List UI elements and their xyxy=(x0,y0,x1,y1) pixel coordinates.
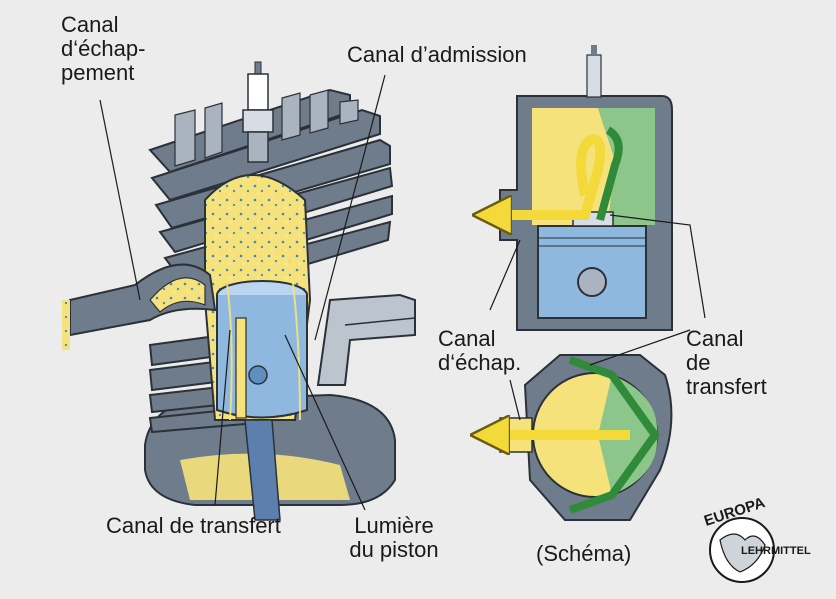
label-canal-transfert-schema: Canal de transfert xyxy=(686,327,767,399)
label-canal-transfert-main: Canal de transfert xyxy=(106,513,281,538)
logo-side-text: LEHRMITTEL xyxy=(741,545,811,557)
label-canal-echappement-main: Canal d‘échap- pement xyxy=(61,13,145,85)
label-canal-admission: Canal d’admission xyxy=(347,42,527,67)
label-line: Canal xyxy=(686,326,744,351)
label-line: Canal xyxy=(438,326,496,351)
label-line: transfert xyxy=(686,374,767,399)
label-schema: (Schéma) xyxy=(536,541,632,566)
label-line: Lumière xyxy=(354,513,434,538)
label-line: Canal xyxy=(61,12,119,37)
label-line: d‘échap- xyxy=(61,36,146,61)
label-line: pement xyxy=(61,60,135,85)
label-canal-echap-schema: Canal d‘échap. xyxy=(438,327,521,375)
schema-top-view xyxy=(478,354,673,521)
schema-side-view xyxy=(480,45,673,331)
piston-cutaway xyxy=(216,280,308,419)
cutaway-engine xyxy=(62,61,416,521)
label-line: d‘échap. xyxy=(438,350,522,375)
label-line: de xyxy=(686,350,711,375)
intake-block xyxy=(316,293,416,386)
spark-plug-icon xyxy=(242,61,274,163)
label-lumiere-piston: Lumière du piston xyxy=(344,514,444,562)
europa-lehrmittel-logo: EUROPA LEHRMITTEL xyxy=(702,494,811,583)
label-line: du piston xyxy=(349,537,439,562)
